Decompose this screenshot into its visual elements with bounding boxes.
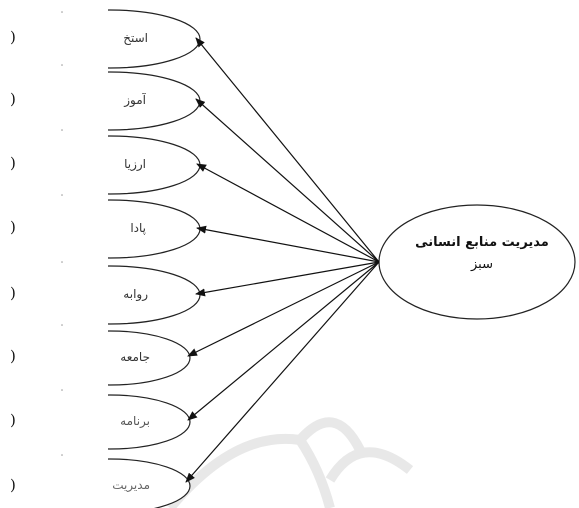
scan-dots <box>61 11 63 456</box>
arrow-4 <box>196 225 380 263</box>
left-paren-5: ) <box>10 284 16 302</box>
arrow-3 <box>196 163 380 263</box>
arrow-7 <box>187 261 380 421</box>
left-paren-1: ) <box>10 28 16 46</box>
node-label-7: برنامه <box>120 414 150 428</box>
node-label-8: مدیریت <box>112 478 150 492</box>
left-paren-4: ) <box>10 218 16 236</box>
node-label-1: استخ <box>123 31 148 45</box>
left-paren-3: ) <box>10 154 16 172</box>
arrow-6 <box>187 261 380 357</box>
connector-arrows <box>185 37 380 483</box>
arrow-2 <box>195 98 380 263</box>
left-paren-8: ) <box>10 476 16 494</box>
arrow-8 <box>185 261 380 483</box>
left-paren-2: ) <box>10 90 16 108</box>
node-label-4: پادا <box>130 221 146 235</box>
center-title-line-2: سبز <box>471 257 493 272</box>
left-paren-6: ) <box>10 347 16 365</box>
arrow-5 <box>195 261 380 297</box>
watermark-ornament <box>166 417 414 508</box>
node-label-5: روابه <box>123 287 148 301</box>
node-label-2: آموز <box>124 93 146 107</box>
center-node-title: مدیریت منابع انسانی سبز <box>392 232 572 276</box>
left-paren-7: ) <box>10 411 16 429</box>
arrow-1 <box>195 37 380 263</box>
node-label-3: ارزیا <box>124 157 146 171</box>
node-label-6: جامعه <box>120 350 150 364</box>
center-title-line-1: مدیریت منابع انسانی <box>415 235 549 250</box>
crop-mask <box>0 0 108 508</box>
